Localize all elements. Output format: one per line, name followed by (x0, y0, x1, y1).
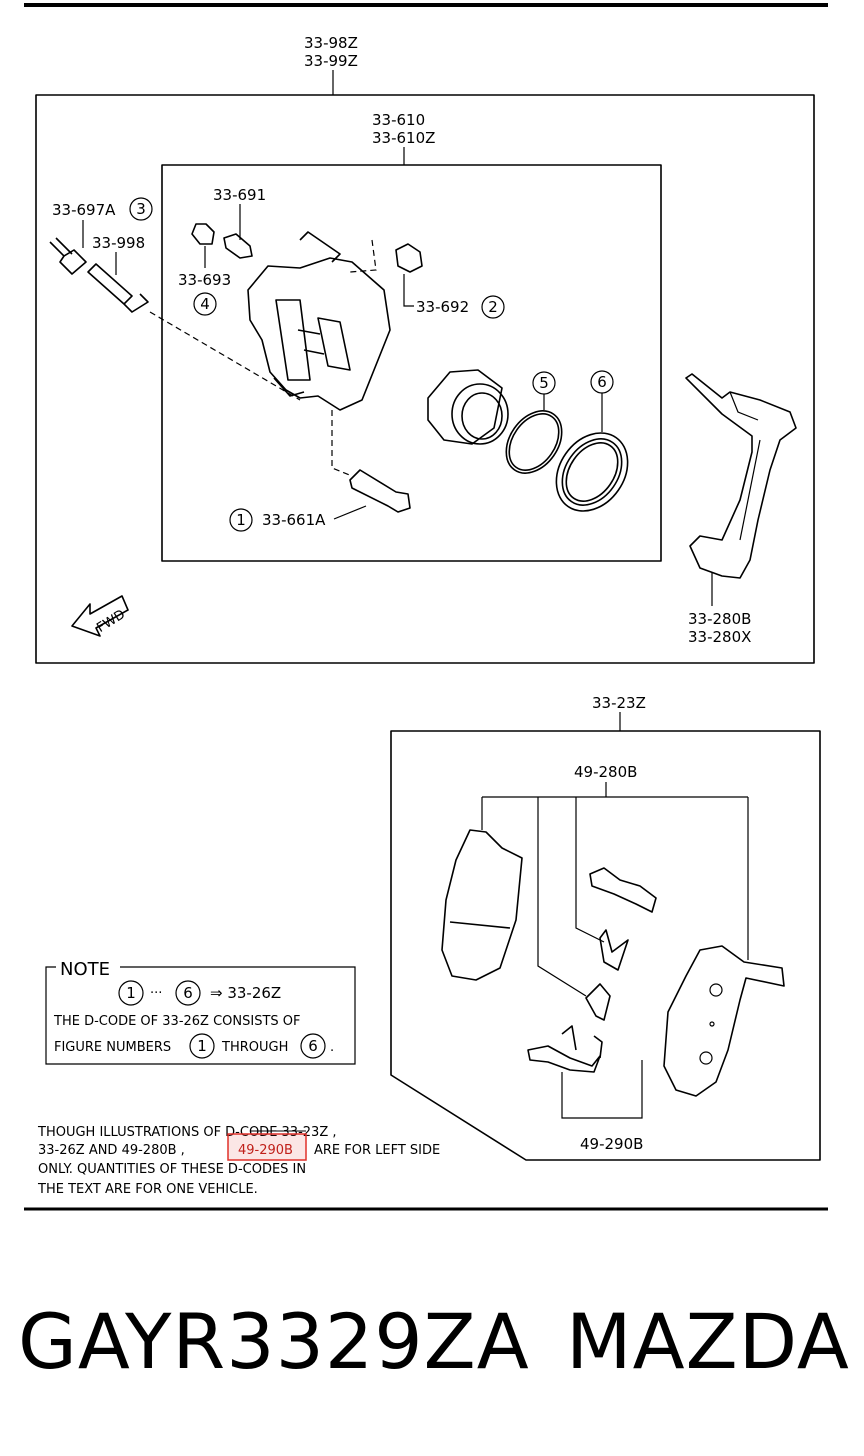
dust-seal-part (555, 432, 629, 512)
note-line-3b: THROUGH (221, 1040, 288, 1055)
label-33-280x: 33-280X (688, 628, 751, 646)
callout-6: 6 (590, 370, 614, 394)
label-33-697a: 33-697A (52, 201, 116, 219)
svg-text:5: 5 (539, 374, 549, 392)
svg-text:4: 4 (200, 295, 210, 313)
footnote-line-2c: ARE FOR LEFT SIDE (314, 1143, 440, 1158)
label-33-610: 33-610 (372, 111, 425, 129)
inner-brake-pad-part (441, 829, 523, 981)
label-33-692: 33-692 (416, 298, 469, 316)
caliper-body-part (247, 231, 391, 411)
label-33-691: 33-691 (213, 186, 266, 204)
note-line-3c: . (330, 1040, 334, 1055)
callout-1: 1 (229, 508, 253, 532)
footnote-line-1: THOUGH ILLUSTRATIONS OF D-CODE 33-23Z , (37, 1125, 337, 1140)
svg-text:6: 6 (308, 1037, 318, 1055)
footnote-line-3: ONLY. QUANTITIES OF THESE D-CODES IN (38, 1162, 306, 1177)
label-49-280b: 49-280B (574, 763, 637, 781)
footer: GAYR3329ZA MAZDA (0, 1292, 864, 1402)
footnote-line-4: THE TEXT ARE FOR ONE VEHICLE. (37, 1182, 258, 1197)
label-33-280b: 33-280B (688, 610, 751, 628)
note-title: NOTE (60, 959, 110, 980)
note-callout-6: 6 (175, 980, 201, 1006)
label-33-98z: 33-98Z (304, 34, 358, 52)
note-dots: ··· (150, 986, 162, 1001)
label-33-610z: 33-610Z (372, 129, 435, 147)
label-33-23z: 33-23Z (592, 694, 646, 712)
caliper-body-frame (161, 164, 662, 562)
label-33-661a: 33-661A (262, 511, 326, 529)
label-33-99z: 33-99Z (304, 52, 358, 70)
caliper-assembly-frame (35, 94, 815, 664)
note-arrow-code: ⇒ 33-26Z (210, 984, 281, 1002)
note-line-2: THE D-CODE OF 33-26Z CONSISTS OF (53, 1014, 301, 1029)
callout-3: 3 (129, 197, 153, 221)
callout-5: 5 (532, 371, 556, 395)
svg-text:6: 6 (597, 373, 607, 391)
bleeder-screw-part (223, 233, 253, 259)
shim-upper-part (589, 867, 657, 971)
piston-seal-small-part (395, 243, 423, 273)
caliper-bracket-part (685, 373, 797, 579)
callout-2: 2 (481, 295, 505, 319)
footnote-line-2a: 33-26Z AND 49-280B , (38, 1143, 185, 1158)
piston-seal-ring-part (505, 410, 563, 474)
dust-boot-part (49, 237, 87, 275)
note-box (45, 966, 356, 1065)
bleeder-cap-part (191, 223, 215, 245)
fwd-arrow-icon: FWD (71, 595, 129, 637)
outer-brake-pad-part (663, 945, 785, 1097)
brand-name: MAZDA (566, 1297, 850, 1386)
note-callout-1b: 1 (189, 1033, 215, 1059)
svg-text:1: 1 (236, 511, 246, 529)
note-callout-6b: 6 (300, 1033, 326, 1059)
svg-text:1: 1 (126, 984, 136, 1002)
part-number: GAYR3329ZA (18, 1297, 530, 1386)
guide-pin-part (87, 263, 149, 313)
svg-text:FWD: FWD (94, 607, 128, 636)
note-line-3a: FIGURE NUMBERS (54, 1040, 171, 1055)
svg-text:6: 6 (183, 984, 193, 1002)
svg-text:2: 2 (488, 298, 498, 316)
piston-part (427, 369, 509, 445)
label-33-693: 33-693 (178, 271, 231, 289)
label-33-998: 33-998 (92, 234, 145, 252)
slide-pin-part (349, 469, 411, 513)
shim-lower-part (527, 983, 611, 1073)
pad-kit-frame (390, 730, 821, 1161)
callout-4: 4 (193, 292, 217, 316)
svg-text:3: 3 (136, 200, 146, 218)
footnote-highlight-code: 49-290B (238, 1143, 293, 1158)
label-49-290b: 49-290B (580, 1135, 643, 1153)
svg-text:1: 1 (197, 1037, 207, 1055)
note-callout-1: 1 (118, 980, 144, 1006)
highlight-box (227, 1133, 307, 1161)
